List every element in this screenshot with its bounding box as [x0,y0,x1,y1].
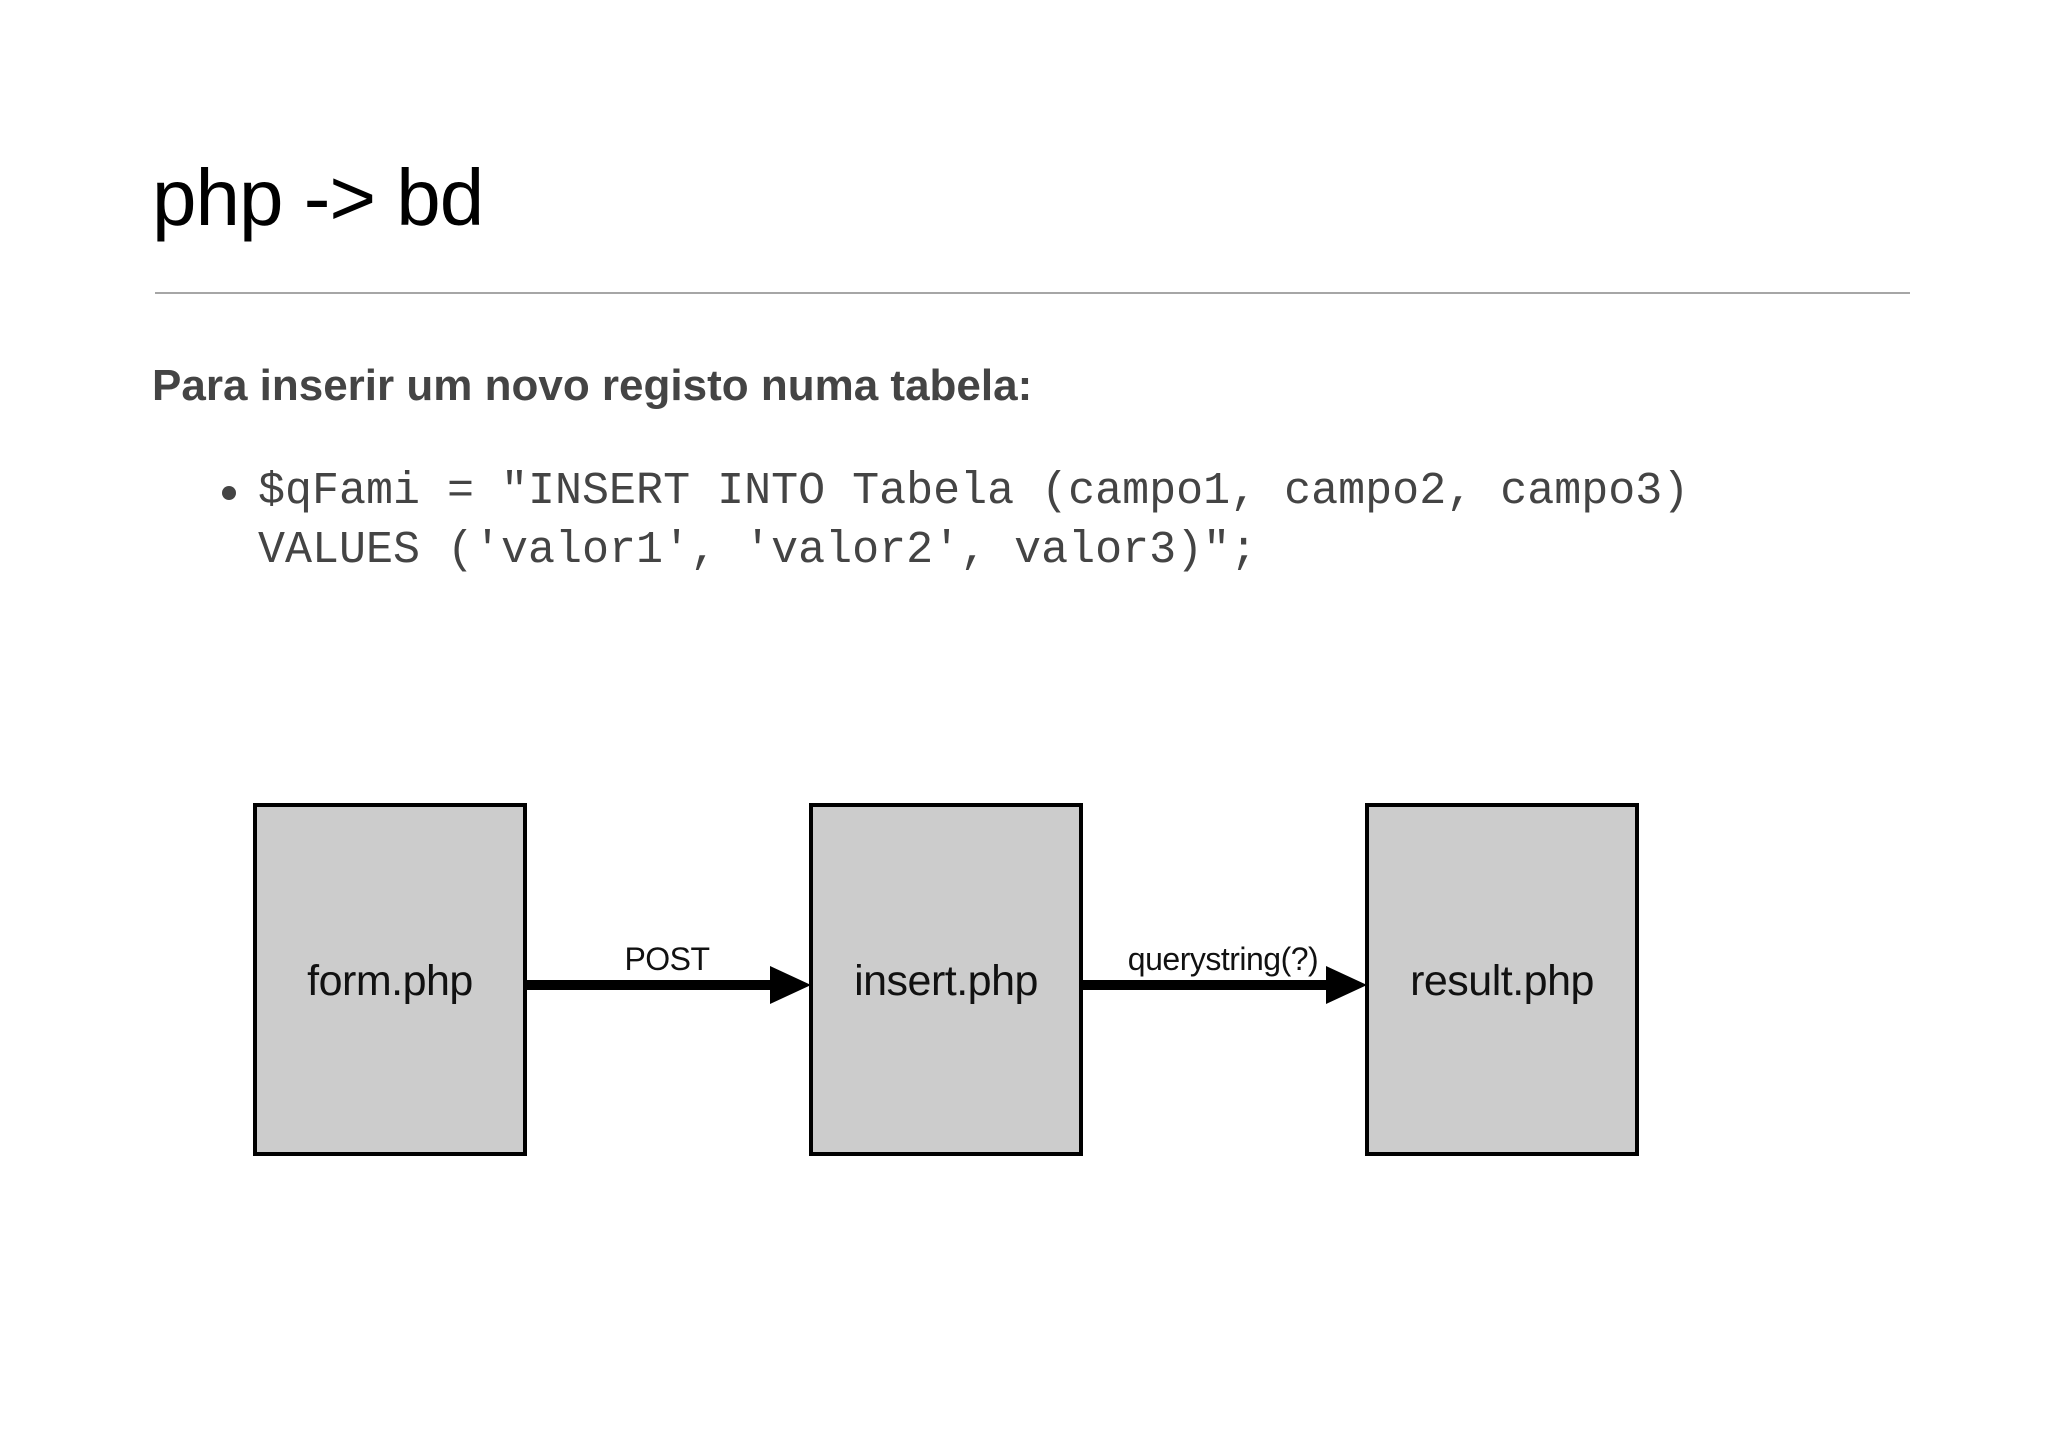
code-line-1: $qFami = "INSERT INTO Tabela (campo1, ca… [258,466,1690,517]
node-label-form: form.php [307,957,473,1005]
bullet-item: $qFami = "INSERT INTO Tabela (campo1, ca… [222,462,1902,580]
edge-label-post: POST [624,941,710,977]
bullet-dot [222,486,236,500]
edge-arrowhead-post [770,966,811,1004]
title-divider [155,292,1910,294]
slide-subtitle: Para inserir um novo registo numa tabela… [152,361,1033,410]
node-label-insert: insert.php [854,957,1038,1005]
node-box-form [253,803,527,1156]
edge-arrowhead-querystring [1326,966,1367,1004]
edge-label-querystring: querystring(?) [1127,941,1319,977]
bullet-list: $qFami = "INSERT INTO Tabela (campo1, ca… [222,462,1902,580]
slide-title: php -> bd [152,153,484,242]
node-box-result [1365,803,1639,1156]
node-label-result: result.php [1410,957,1594,1005]
node-box-insert [809,803,1083,1156]
code-line-2: VALUES ('valor1', 'valor2', valor3)"; [258,525,1258,576]
